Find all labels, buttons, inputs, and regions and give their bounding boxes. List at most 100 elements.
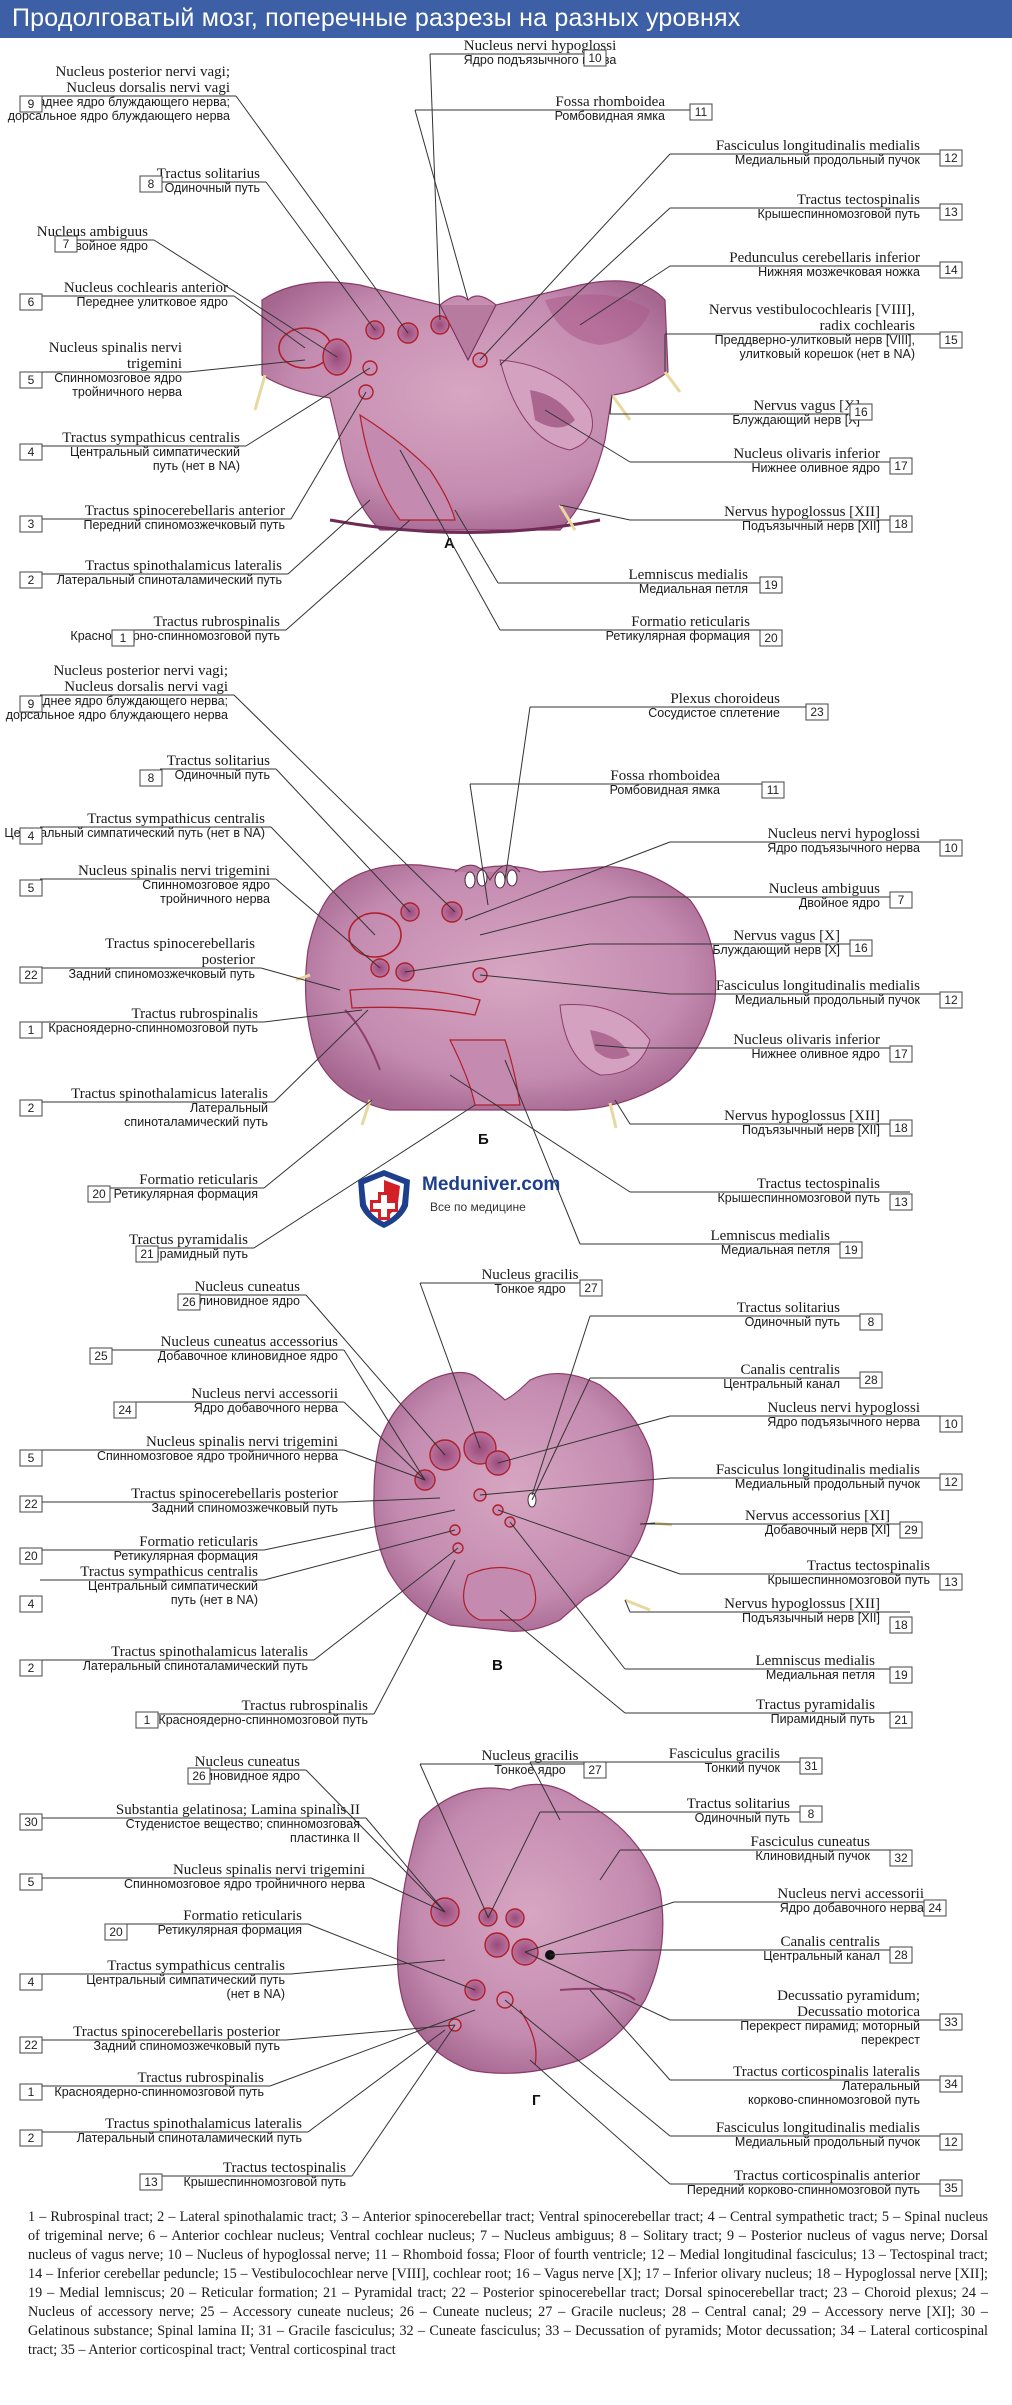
label-latin: Tractus corticospinalis lateralis <box>733 2064 920 2080</box>
leader-line <box>263 1529 456 1581</box>
label-russian: дорсальное ядро блуждающего нерва <box>8 109 230 123</box>
label-number: 11 <box>695 105 708 119</box>
label-number: 5 <box>28 1875 35 1889</box>
label-russian: Задний спиномозжечковый путь <box>69 967 255 981</box>
label-latin: Tractus rubrospinalis <box>137 2070 264 2086</box>
label-number-box: 29 <box>899 1521 923 1539</box>
label-number: 12 <box>944 993 958 1007</box>
label-number-box: 19 <box>889 1666 913 1684</box>
label-russian: Перекрест пирамид; моторный <box>740 2019 920 2033</box>
label-number: 12 <box>944 2135 958 2149</box>
label-number-box: 2 <box>19 2129 43 2147</box>
label-latin: Tractus sympathicus centralis <box>62 430 240 446</box>
label-latin: Canalis centralis <box>780 1934 880 1950</box>
leader-line <box>233 694 456 913</box>
label-latin: Tractus sympathicus centralis <box>87 811 265 827</box>
label-russian: Пирамидный путь <box>771 1712 875 1726</box>
label-number: 19 <box>764 578 778 592</box>
label-latin: Nucleus olivaris inferior <box>733 446 880 462</box>
label-russian: Красноядерно-спинномозговой путь <box>54 2085 264 2099</box>
label-number-box: 4 <box>19 1595 43 1613</box>
label-number: 13 <box>944 205 958 219</box>
leader-line <box>233 295 306 349</box>
leader-line <box>404 943 591 973</box>
label-russian: тройничного нерва <box>72 385 182 399</box>
leader-line <box>263 1099 373 1189</box>
label-number: 16 <box>854 941 868 955</box>
label-russian: Спинномозговое ядро <box>142 878 270 892</box>
label-latin: Nervus hypoglossus [XII] <box>724 1108 880 1124</box>
label-latin: Tractus rubrospinalis <box>153 614 280 630</box>
label-latin: Nervus vestibulocochlearis [VIII], <box>709 302 915 318</box>
leader-line <box>549 1949 631 1956</box>
label-number: 7 <box>898 893 905 907</box>
leader-line <box>589 1989 671 2081</box>
leader-line <box>609 394 613 415</box>
leader-line <box>497 1415 671 1464</box>
label-number-box: 6 <box>19 293 43 311</box>
label-latin: Nucleus olivaris inferior <box>733 1032 880 1048</box>
label-russian: Центральный симпатический путь (нет в NA… <box>4 826 265 840</box>
label-russian: Центральный канал <box>763 1949 880 1963</box>
leader-line <box>499 1609 626 1714</box>
label-latin: Lemniscus medialis <box>755 1653 875 1669</box>
label-number: 28 <box>894 1948 908 1962</box>
leader-line <box>599 1849 621 1881</box>
label-number-box: 8 <box>139 175 163 193</box>
leader-line <box>504 1999 671 2137</box>
label-number-box: 7 <box>889 891 913 909</box>
label-number: 10 <box>588 51 602 65</box>
label-number-box: 24 <box>923 1899 947 1917</box>
watermark-name: Meduniver.com <box>422 1174 561 1195</box>
label-russian: Добавочное клиновидное ядро <box>158 1349 338 1363</box>
label-number: 8 <box>148 771 155 785</box>
label-latin: Fossa rhomboidea <box>555 94 665 110</box>
label-number-box: 10 <box>583 49 607 67</box>
label-number: 12 <box>944 151 958 165</box>
label-number-box: 8 <box>139 769 163 787</box>
label-number: 13 <box>944 1575 958 1589</box>
label-russian: Заднее ядро блуждающего нерва; <box>29 694 228 708</box>
label-number: 10 <box>944 1417 958 1431</box>
label-latin: Tractus solitarius <box>687 1796 790 1812</box>
label-number: 4 <box>28 829 35 843</box>
label-number: 21 <box>894 1713 908 1727</box>
label-russian: Медиальный продольный пучок <box>735 1477 921 1491</box>
label-latin: Tractus tectospinalis <box>757 1176 880 1192</box>
label-russian: Крышеспинномозговой путь <box>758 207 921 221</box>
label-russian: тройничного нерва <box>160 892 270 906</box>
label-latin: Fossa rhomboidea <box>610 768 720 784</box>
label-number: 2 <box>28 1661 35 1675</box>
label-number: 1 <box>120 631 127 645</box>
label-latin: Decussatio pyramidum; <box>777 1988 920 2004</box>
label-number-box: 18 <box>889 515 913 533</box>
label-latin: Nucleus nervi hypoglossi <box>768 826 920 842</box>
leader-line <box>343 1401 426 1481</box>
label-number: 19 <box>844 1243 858 1257</box>
leader-line <box>263 1509 456 1551</box>
leader-line <box>479 974 671 995</box>
label-latin: Tractus solitarius <box>167 753 270 769</box>
leader-line <box>524 1901 675 1953</box>
labels-layer: Nucleus nervi hypoglossi Ядро подъязычног… <box>4 38 963 2197</box>
label-latin: Tractus spinothalamicus lateralis <box>111 1644 308 1660</box>
label-latin: Tractus corticospinalis anterior <box>734 2168 920 2184</box>
label-latin: Formatio reticularis <box>183 1908 302 1924</box>
label-latin: Tractus solitarius <box>737 1300 840 1316</box>
label-latin: Decussatio motorica <box>797 2004 920 2020</box>
label-latin: Tractus pyramidalis <box>756 1697 875 1713</box>
leader-line <box>273 1009 369 1103</box>
label-number-box: 12 <box>939 1473 963 1491</box>
label-number-box: 26 <box>177 1293 201 1311</box>
label-latin: Fasciculus longitudinalis medialis <box>716 138 920 154</box>
label-russian: Подъязычный нерв [XII] <box>742 1611 880 1625</box>
label-latin: radix cochlearis <box>820 318 916 334</box>
label-russian: Ядро подъязычного нерва <box>464 53 617 67</box>
leader-line <box>253 1104 476 1249</box>
label-number: 6 <box>28 295 35 309</box>
leader-line <box>307 2029 446 2133</box>
label-latin: Nucleus posterior nervi vagi; <box>53 663 228 679</box>
panel-letter-b: Б <box>478 1131 489 1148</box>
label-latin: Nucleus nervi accessorii <box>777 1886 924 1902</box>
